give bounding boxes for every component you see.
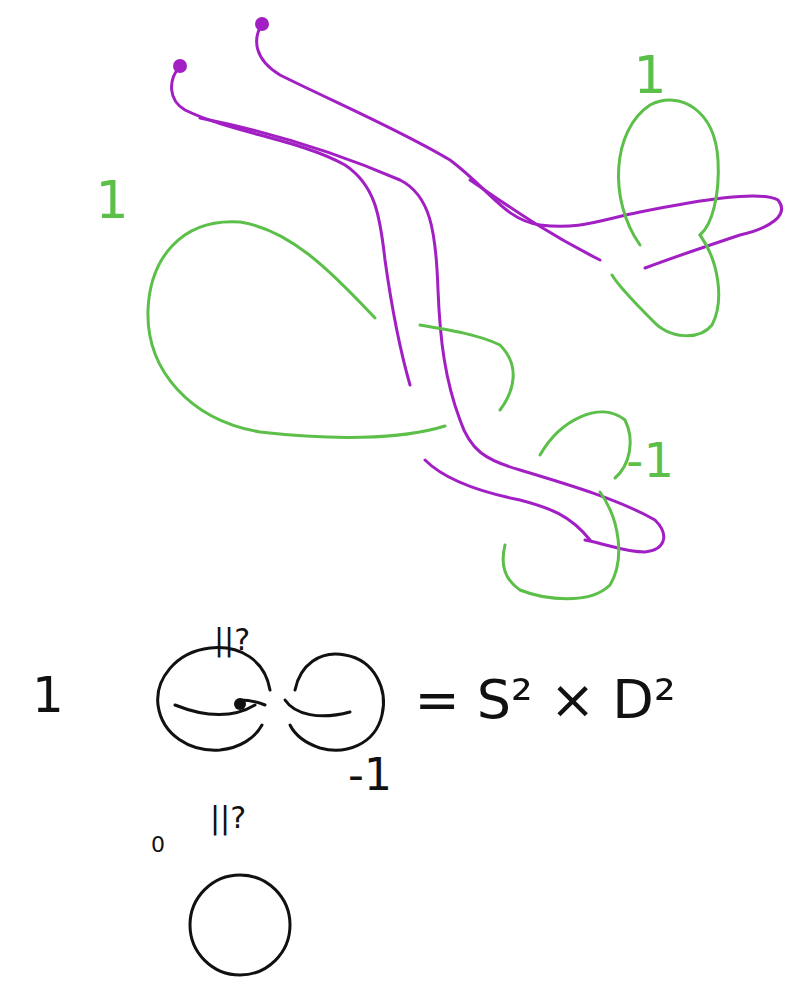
label-text: -1 (348, 753, 392, 797)
label-text: 0 (151, 834, 165, 856)
label-text: = S² × D² (414, 673, 675, 727)
black-circles (158, 648, 384, 975)
label-text: 1 (633, 49, 666, 101)
label-text: ||? (214, 625, 250, 655)
label-text: 1 (32, 670, 64, 720)
purple-strands (172, 17, 782, 552)
label-text: 1 (95, 174, 128, 226)
label-text: ||? (210, 803, 246, 833)
label-text: -1 (626, 436, 674, 484)
green-circles (148, 100, 719, 599)
